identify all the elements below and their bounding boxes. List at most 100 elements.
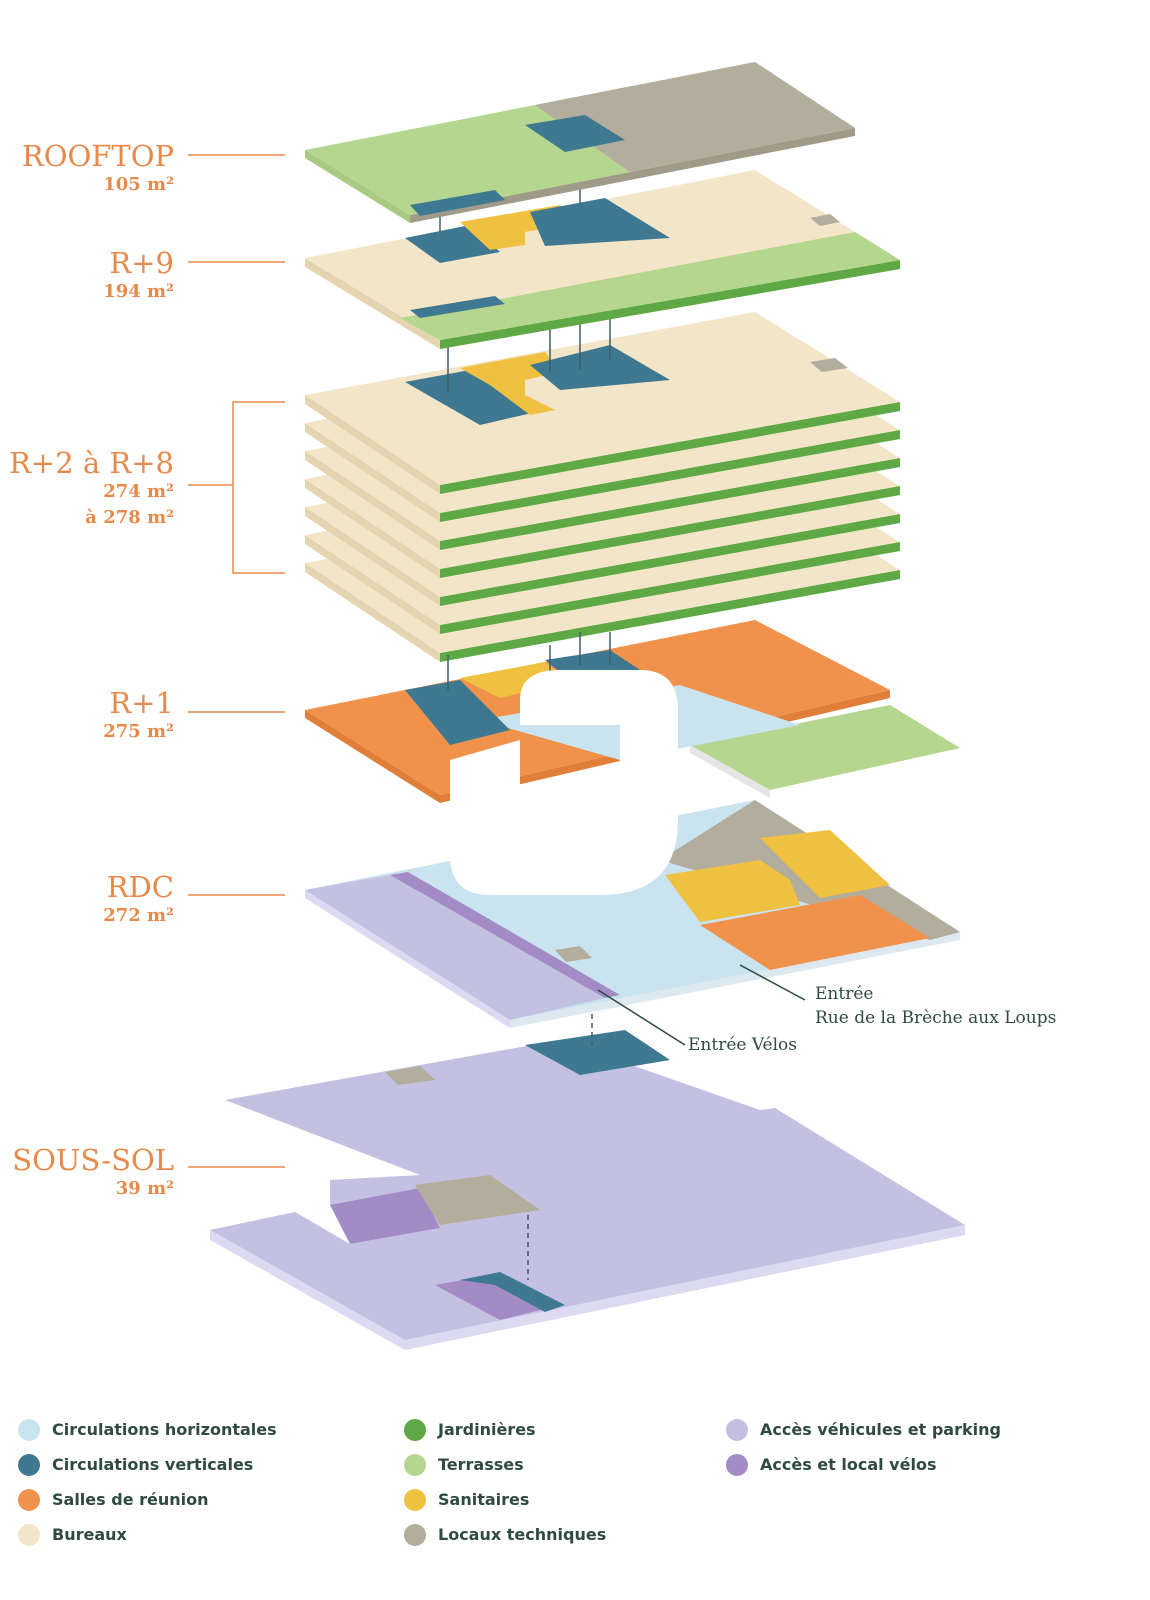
entree-velos-leader xyxy=(597,989,686,1046)
legend-item: Accès et local vélos xyxy=(726,1447,1001,1482)
rdc-sanitaires xyxy=(665,860,800,922)
r9-vertical-2 xyxy=(530,198,670,246)
legend-swatch xyxy=(18,1453,40,1476)
legend-label: Accès et local vélos xyxy=(760,1455,937,1474)
sous-sol-vertical xyxy=(460,1272,565,1312)
legend-label: Bureaux xyxy=(52,1525,127,1544)
floor-r7-edge-right xyxy=(440,542,900,634)
r2-r8-locaux xyxy=(810,358,848,372)
rooftop-vertical xyxy=(525,115,625,152)
r1-terrasse-edge xyxy=(690,745,770,798)
floor-name: R+9 xyxy=(109,246,174,280)
floor-name: ROOFTOP xyxy=(21,139,174,173)
r9-terrasse xyxy=(400,232,900,340)
floor-label-r1: R+1 275 m² xyxy=(103,687,174,745)
rdc-edge-right xyxy=(510,932,960,1028)
floor-area: 274 m² xyxy=(103,481,174,502)
r9-locaux xyxy=(810,214,840,226)
floor-r2-slab xyxy=(305,312,900,485)
sous-sol-locaux-techniques-2 xyxy=(385,1066,435,1085)
floor-r5-edge-left xyxy=(305,479,440,578)
entree-street: Rue de la Brèche aux Loups xyxy=(815,1008,1057,1028)
floor-area: 272 m² xyxy=(103,905,174,926)
legend-label: Terrasses xyxy=(438,1455,524,1474)
legend-item: Sanitaires xyxy=(404,1482,606,1517)
r9-slab xyxy=(305,170,900,340)
r9-edge-right xyxy=(440,260,900,349)
legend-column-2: Jardinières Terrasses Sanitaires Locaux … xyxy=(404,1412,606,1552)
rooftop-locaux-techniques xyxy=(535,62,855,172)
r9-vertical-strip xyxy=(410,296,505,318)
legend-item: Locaux techniques xyxy=(404,1517,606,1552)
floor-r4-edge-left xyxy=(305,451,440,550)
legend-label: Jardinières xyxy=(438,1420,536,1439)
annotation-entree-velos: Entrée Vélos xyxy=(688,1035,798,1055)
legend-swatch xyxy=(18,1523,40,1546)
legend-swatch xyxy=(726,1418,748,1441)
legend-item: Terrasses xyxy=(404,1447,606,1482)
rdc-locaux-techniques-2 xyxy=(555,946,592,962)
floor-r8-edge-right xyxy=(440,570,900,662)
r1-sanitaires xyxy=(460,662,570,698)
r9-edge-left xyxy=(305,258,440,349)
floor-r6-edge-right xyxy=(440,514,900,606)
floor-r3-edge-right xyxy=(440,430,900,522)
r2-r8-vertical-2 xyxy=(530,345,670,390)
legend-item: Accès véhicules et parking xyxy=(726,1412,1001,1447)
legend-label: Accès véhicules et parking xyxy=(760,1420,1001,1439)
legend-label: Circulations verticales xyxy=(52,1455,254,1474)
r2-r8-vertical xyxy=(405,370,545,425)
logo-mark xyxy=(450,670,678,895)
rooftop-vertical-strip xyxy=(410,190,505,216)
legend-item: Salles de réunion xyxy=(18,1482,277,1517)
legend-swatch xyxy=(18,1418,40,1441)
entree-title: Entrée xyxy=(815,984,874,1004)
floor-area: 39 m² xyxy=(115,1178,174,1199)
floor-r6-edge-left xyxy=(305,507,440,606)
r1-vertical xyxy=(405,680,510,745)
legend-swatch xyxy=(404,1453,426,1476)
floor-area-max: à 278 m² xyxy=(85,507,174,528)
floor-label-rooftop: ROOFTOP 105 m² xyxy=(22,140,174,198)
legend-column-3: Accès véhicules et parking Accès et loca… xyxy=(726,1412,1001,1482)
rooftop-edge-left xyxy=(305,150,410,223)
floor-label-r2-r8: R+2 à R+8 274 m² à 278 m² xyxy=(9,447,174,531)
bracket-r2-r8 xyxy=(232,401,285,574)
legend-label: Salles de réunion xyxy=(52,1490,209,1509)
legend-item: Circulations horizontales xyxy=(18,1412,277,1447)
rdc-edge-left xyxy=(305,890,510,1028)
floor-r2-edge-right xyxy=(440,402,900,494)
legend-item: Bureaux xyxy=(18,1517,277,1552)
rdc-salle-reunion xyxy=(700,895,930,970)
floor-name: R+1 xyxy=(109,686,174,720)
floor-r8-edge-left xyxy=(305,563,440,662)
legend-label: Sanitaires xyxy=(438,1490,530,1509)
annotation-entree: Entrée Rue de la Brèche aux Loups xyxy=(815,982,1056,1030)
floor-area: 194 m² xyxy=(103,281,174,302)
floor-r5-edge-right xyxy=(440,486,900,578)
sous-sol-velos xyxy=(330,1188,440,1244)
legend-item: Jardinières xyxy=(404,1412,606,1447)
r1-terrasse xyxy=(690,705,960,790)
floor-r4-edge-right xyxy=(440,458,900,550)
floor-r2-edge-left xyxy=(305,395,440,494)
legend-label: Locaux techniques xyxy=(438,1525,607,1544)
legend-item: Circulations verticales xyxy=(18,1447,277,1482)
entree-leader xyxy=(739,964,806,1001)
rdc-sanitaires-2 xyxy=(760,830,890,898)
floor-label-rdc: RDC 272 m² xyxy=(103,871,174,929)
floor-r7-edge-left xyxy=(305,535,440,634)
floor-area: 275 m² xyxy=(103,721,174,742)
rdc-acces-velos xyxy=(390,872,620,998)
legend-swatch xyxy=(726,1453,748,1476)
floor-label-r9: R+9 194 m² xyxy=(103,247,174,305)
legend-swatch xyxy=(18,1488,40,1511)
sous-sol-parking xyxy=(210,1040,965,1340)
legend-swatch xyxy=(404,1488,426,1511)
sous-sol-locaux-techniques xyxy=(415,1175,540,1225)
floor-label-sous-sol: SOUS-SOL 39 m² xyxy=(12,1144,174,1202)
sous-sol-velos-2 xyxy=(435,1275,560,1320)
legend-label: Circulations horizontales xyxy=(52,1420,277,1439)
legend-swatch xyxy=(404,1418,426,1441)
